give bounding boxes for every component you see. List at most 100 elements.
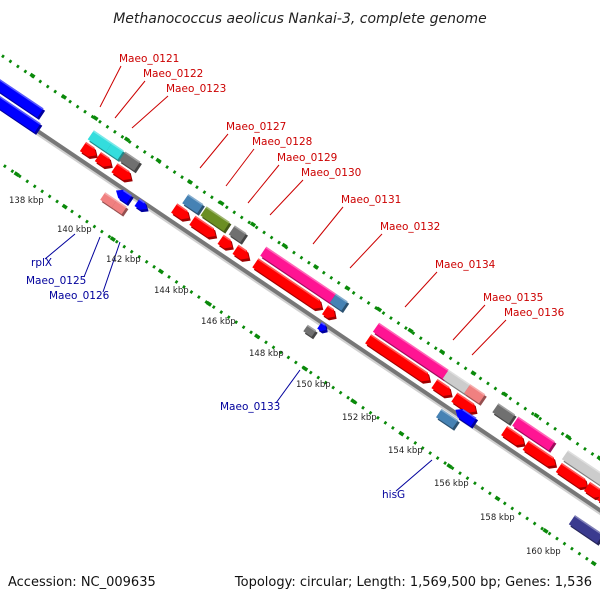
leader-forward-11 (471, 319, 507, 356)
outer-tick-mark (438, 348, 446, 355)
gene-label-maeo-0135[interactable]: Maeo_0135 (483, 292, 543, 304)
cds-forward-11-highlight (456, 392, 466, 400)
outer-tick-mark (375, 306, 383, 313)
gene-maeo-0136-highlight (469, 384, 486, 396)
cds-forward-14 (522, 440, 556, 467)
gene-label-maeo-0132[interactable]: Maeo_0132 (380, 221, 440, 233)
gene-maeo-0129-highlight (233, 225, 247, 235)
cds-forward-8 (322, 305, 335, 318)
outer-tick-mark (60, 93, 68, 100)
outer-tick-mark (407, 327, 414, 334)
cds-forward-9 (365, 334, 430, 382)
outer-tick-mark (29, 72, 36, 79)
cds-forward-1-highlight (100, 152, 110, 159)
leader-forward-10 (452, 304, 486, 341)
cds-forward-0 (79, 141, 97, 157)
gene-maeo-0123 (119, 151, 141, 171)
outer-tick-mark (186, 178, 194, 185)
inner-tick-mark (61, 203, 68, 210)
gene-label-maeo-0121[interactable]: Maeo_0121 (119, 53, 179, 65)
genome-backbone (0, 103, 600, 516)
outer-tick-mark (218, 200, 225, 207)
inner-tick-mark (302, 365, 309, 372)
gene-label-maeo-0134[interactable]: Maeo_0134 (435, 259, 496, 271)
gene-far-navy (568, 515, 600, 544)
leader-forward-8 (349, 233, 383, 269)
gene-maeo-0136 (464, 384, 486, 404)
gene-small-blue-2-highlight (320, 322, 326, 326)
gene-far-silver (561, 450, 600, 485)
gene-label-maeo-0136[interactable]: Maeo_0136 (504, 307, 565, 319)
map-title: Methanococcus aeolicus Nankai-3, complet… (113, 11, 487, 27)
outer-tick-mark (533, 412, 540, 419)
gene-rplx (116, 189, 133, 204)
outer-tick-mark (281, 242, 288, 249)
gene-hisg-highlight (440, 408, 459, 422)
tick-label-158kbp: 158 kbp (480, 513, 515, 523)
gene-maeo-0126 (111, 200, 127, 215)
leader-forward-0 (99, 65, 122, 108)
outer-tick-mark (249, 221, 257, 228)
gene-far-magenta-highlight (517, 416, 555, 443)
cds-forward-14-highlight (527, 440, 554, 459)
gene-label-maeo-0130[interactable]: Maeo_0130 (301, 167, 361, 179)
cds-forward-16 (584, 481, 600, 498)
inner-tick-mark (205, 300, 213, 307)
gene-label-maeo-0127[interactable]: Maeo_0127 (226, 121, 286, 133)
tick-label-146kbp: 146 kbp (201, 317, 236, 327)
tick-label-154kbp: 154 kbp (388, 446, 423, 456)
inner-tick-mark (494, 495, 501, 502)
gene-hisg (436, 408, 459, 429)
gene-maeo-0131 (260, 246, 336, 303)
cds-forward-13 (501, 426, 524, 446)
cds-forward-6 (232, 244, 249, 260)
gene-label-maeo-0133[interactable]: Maeo_0133 (220, 401, 280, 413)
outer-tick-mark (564, 433, 572, 440)
outer-tick-mark (470, 370, 477, 377)
gene-maeo-0132-highlight (335, 293, 348, 303)
tick-label-140kbp: 140 kbp (57, 225, 92, 235)
gene-maeo-0132 (329, 293, 348, 311)
cds-forward-16-highlight (589, 481, 600, 490)
gene-maeo-0122-highlight (111, 142, 124, 152)
tick-label-150kbp: 150 kbp (296, 380, 331, 390)
tick-label-148kbp: 148 kbp (249, 349, 284, 359)
cds-forward-8-highlight (327, 305, 334, 311)
gene-label-maeo-0126[interactable]: Maeo_0126 (49, 290, 110, 302)
outer-tick-mark (312, 263, 320, 270)
inner-tick-mark (542, 528, 549, 534)
gene-label-rplx[interactable]: rplX (31, 257, 52, 269)
gene-label-maeo-0125[interactable]: Maeo_0125 (26, 275, 86, 287)
gene-rplx-highlight (122, 189, 133, 197)
outer-tick-mark (344, 285, 351, 292)
inner-tick-mark (398, 430, 405, 437)
gene-left-blue-1-highlight (0, 79, 44, 110)
gene-maeo-0121 (87, 130, 113, 152)
gene-label-maeo-0122[interactable]: Maeo_0122 (143, 68, 203, 80)
gene-maeo-0125-highlight (104, 192, 117, 202)
tick-label-142kbp: 142 kbp (106, 255, 141, 265)
dotted-track-lines (0, 52, 600, 570)
gene-hisg-arrow (455, 409, 477, 427)
gene-small-blue-2 (317, 322, 327, 332)
cds-forward-12 (458, 396, 476, 413)
gene-maeo-0129 (228, 225, 247, 243)
gene-label-maeo-0123[interactable]: Maeo_0123 (166, 83, 226, 95)
leader-reverse-4 (395, 459, 433, 492)
tick-label-144kbp: 144 kbp (154, 286, 189, 296)
outer-tick-mark (92, 115, 99, 122)
gene-label-maeo-0129[interactable]: Maeo_0129 (277, 152, 337, 164)
gene-left-blue-1 (0, 79, 44, 118)
gene-label-maeo-0131[interactable]: Maeo_0131 (341, 194, 401, 206)
gene-label-hisg[interactable]: hisG (382, 489, 405, 501)
cds-forward-5-highlight (222, 234, 231, 241)
topology-text: Topology: circular; Length: 1,569,500 bp… (234, 575, 592, 590)
gene-label-maeo-0128[interactable]: Maeo_0128 (252, 136, 312, 148)
cds-forward-12-highlight (463, 396, 475, 405)
leader-reverse-3 (275, 369, 301, 404)
leader-reverse-1 (83, 236, 101, 278)
backbone-highlight (0, 108, 600, 516)
cds-forward-3-highlight (176, 203, 188, 212)
leader-forward-7 (312, 206, 344, 245)
